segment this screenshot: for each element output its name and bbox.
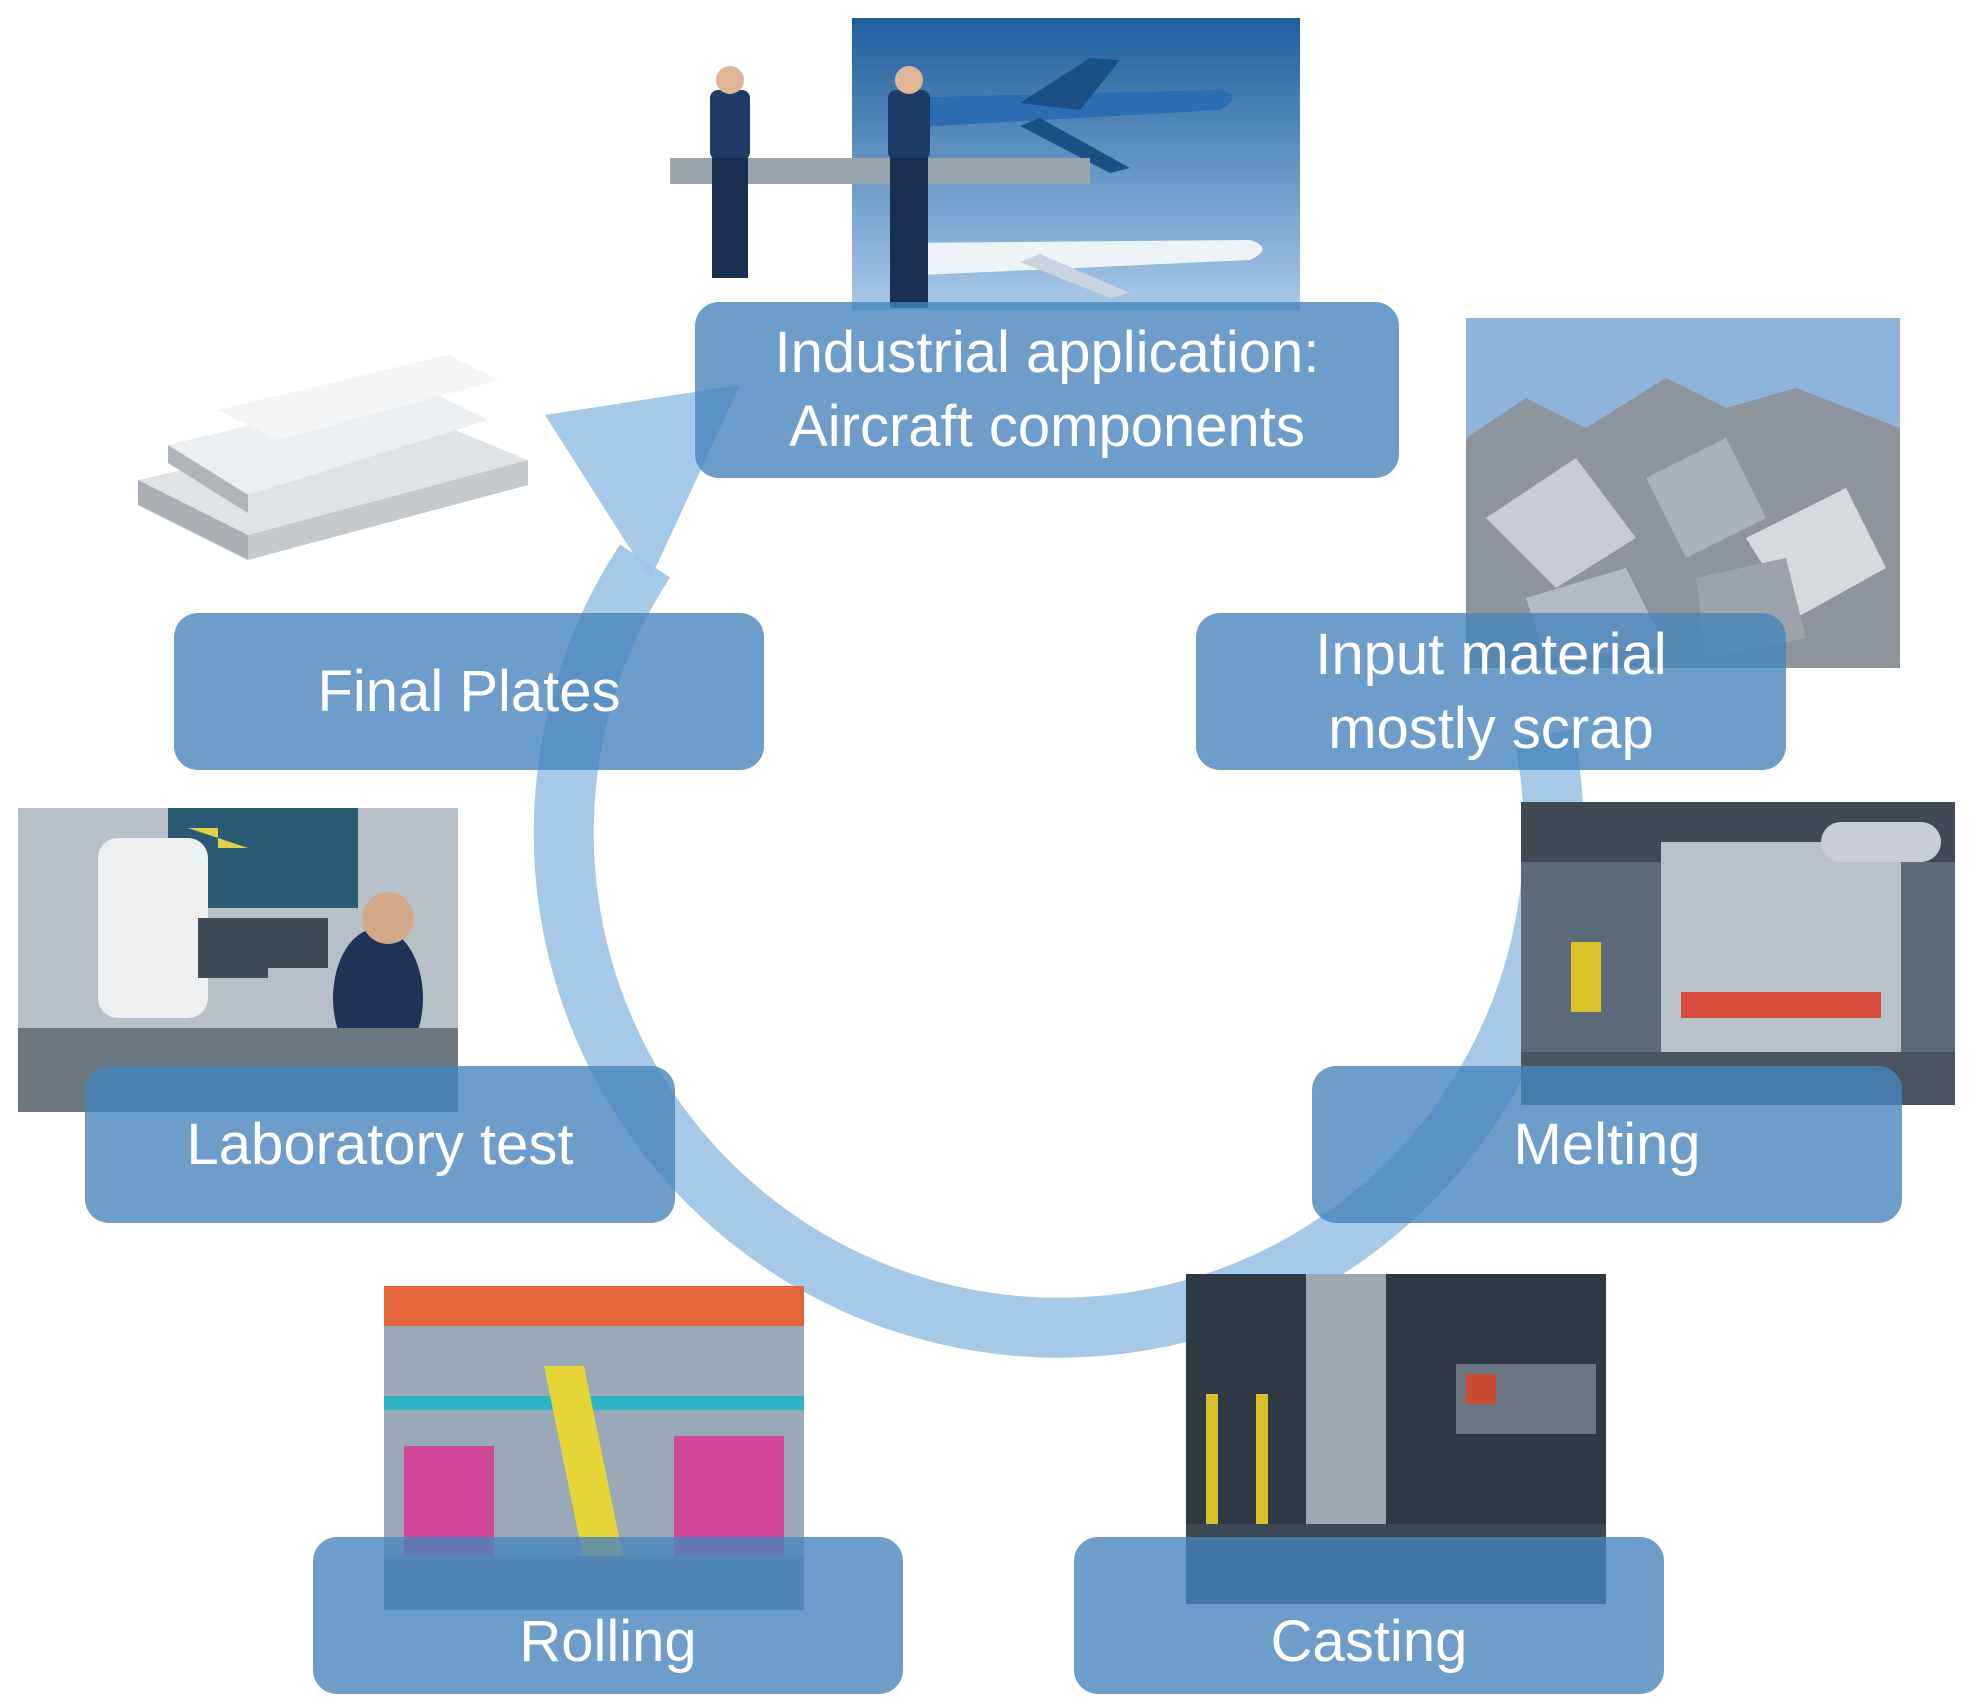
aircraft-and-workers-photo	[660, 18, 1300, 310]
stage-label: Input material mostly scrap	[1315, 621, 1667, 761]
stage-laboratory-test: Laboratory test	[85, 1066, 675, 1223]
melting-furnace-photo	[1521, 802, 1955, 1105]
stage-label: Melting	[1513, 1111, 1701, 1177]
cycle-arrow-head	[545, 385, 740, 580]
stage-rolling: Rolling	[313, 1537, 903, 1694]
stage-label: Rolling	[519, 1608, 697, 1674]
stage-label: Laboratory test	[186, 1111, 574, 1177]
stage-input-material: Input material mostly scrap	[1196, 613, 1786, 770]
cycle-arrow-ring	[533, 544, 1584, 1358]
stage-industrial-application: Industrial application: Aircraft compone…	[695, 302, 1399, 478]
stage-final-plates: Final Plates	[174, 613, 764, 770]
stage-melting: Melting	[1312, 1066, 1902, 1223]
stage-casting: Casting	[1074, 1537, 1664, 1694]
stage-label: Casting	[1270, 1608, 1468, 1674]
aluminium-plates-photo	[128, 335, 538, 615]
stage-label: Industrial application: Aircraft compone…	[774, 320, 1320, 459]
stage-label: Final Plates	[317, 658, 621, 724]
laboratory-microscope-photo	[18, 808, 458, 1112]
